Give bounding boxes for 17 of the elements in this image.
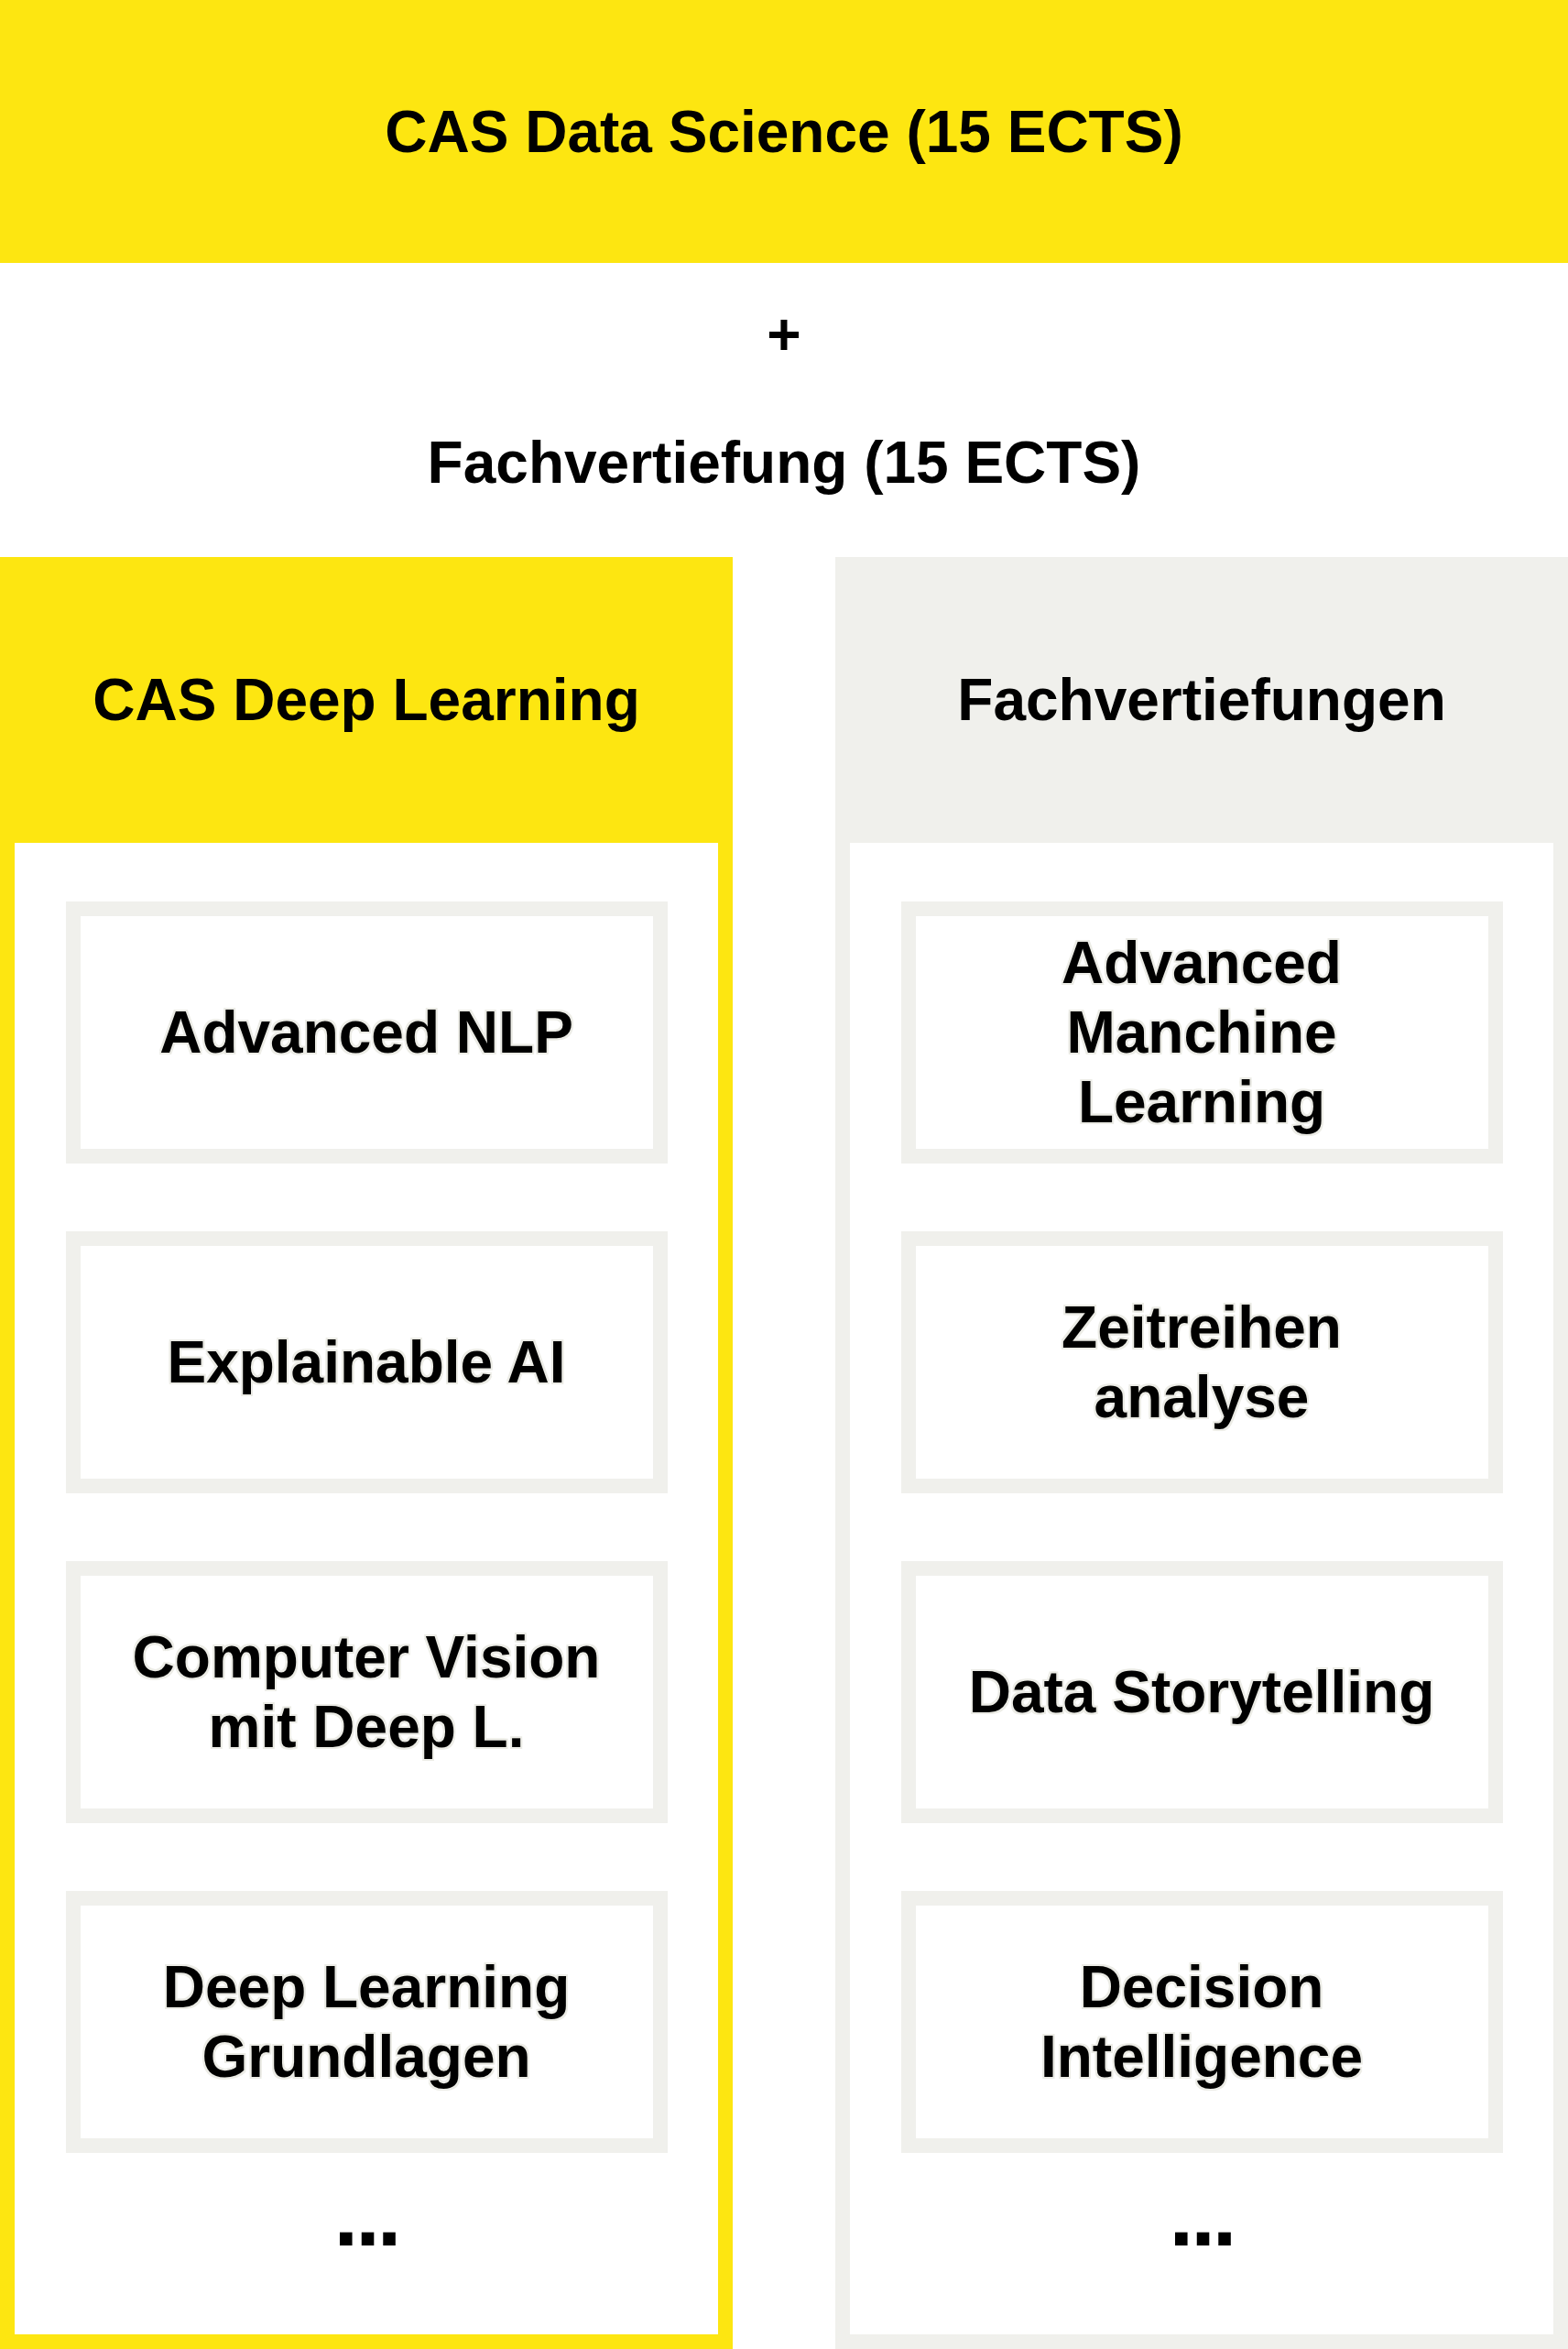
ellipsis: ... <box>333 2171 399 2259</box>
module-name: Computer Vision mit Deep L. <box>131 1623 602 1762</box>
module-name: Decision Intelligence <box>1039 1953 1365 2092</box>
ellipsis: ... <box>1169 2171 1235 2259</box>
column-heading: CAS Deep Learning <box>93 666 640 735</box>
band-title: CAS Data Science (15 ECTS) <box>385 97 1183 167</box>
module-name: Data Storytelling <box>968 1658 1435 1727</box>
column-panel <box>0 557 733 2349</box>
module-name: Explainable AI <box>167 1328 566 1397</box>
module-name: Deep Learning Grundlagen <box>161 1953 572 2092</box>
column-heading: Fachvertiefungen <box>957 666 1446 735</box>
module-name: Advanced Manchine Learning <box>1061 929 1343 1137</box>
subtitle: Fachvertiefung (15 ECTS) <box>427 429 1141 497</box>
module-name: Zeitreihen analyse <box>1061 1294 1343 1432</box>
plus-sign: + <box>767 300 801 369</box>
module-name: Advanced NLP <box>159 999 573 1067</box>
header-band <box>0 0 1568 263</box>
